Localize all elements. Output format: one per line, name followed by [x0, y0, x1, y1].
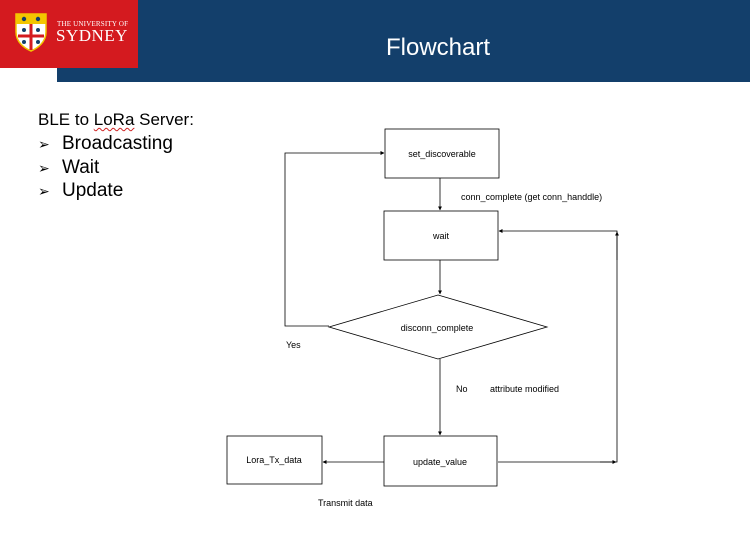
node-set-discoverable: set_discoverable — [384, 128, 500, 179]
node-lora-tx-label: Lora_Tx_data — [246, 455, 302, 465]
label-yes: Yes — [286, 340, 301, 350]
title-bar: Flowchart — [57, 0, 750, 82]
bullet-text: Broadcasting — [62, 133, 173, 154]
section-heading: BLE to LoRa Server: — [38, 110, 194, 130]
arrow-bullet-icon: ➢ — [38, 184, 50, 200]
logo-text-line1: THE UNIVERSITY OF — [57, 20, 129, 28]
node-lora-tx: Lora_Tx_data — [226, 435, 323, 485]
heading-lora: LoRa — [93, 110, 135, 129]
slide-title: Flowchart — [386, 34, 491, 61]
node-wait-label: wait — [432, 231, 450, 241]
arrow-bullet-icon: ➢ — [38, 160, 50, 177]
bullet-text: Wait — [62, 156, 100, 178]
logo-text-line2: SYDNEY — [56, 26, 128, 45]
arrow-bullet-icon: ➢ — [38, 137, 50, 153]
node-disconn-complete-label: disconn_complete — [401, 323, 474, 333]
label-conn-complete: conn_complete (get conn_handdle) — [461, 192, 602, 202]
heading-prefix: BLE to — [38, 110, 94, 129]
bullet-item: ➢ Wait — [38, 156, 173, 180]
node-disconn-complete: disconn_complete — [327, 294, 549, 360]
crest-icon — [15, 13, 47, 52]
label-transmit-data: Transmit data — [318, 498, 373, 508]
node-set-discoverable-label: set_discoverable — [408, 149, 476, 159]
bullet-list: ➢ Broadcasting ➢ Wait ➢ Update — [38, 132, 173, 203]
node-update-value-label: update_value — [413, 457, 467, 467]
label-no: No — [456, 384, 468, 394]
edge-decision-yes-loop — [284, 151, 385, 327]
label-attribute-modified: attribute modified — [490, 384, 559, 394]
bullet-item: ➢ Update — [38, 179, 173, 203]
bullet-item: ➢ Broadcasting — [38, 132, 173, 156]
bullet-text: Update — [62, 180, 124, 201]
edge-update-loop-to-wait — [498, 229, 618, 463]
node-update-value: update_value — [383, 435, 498, 487]
university-logo: THE UNIVERSITY OF SYDNEY — [0, 0, 138, 68]
heading-suffix: Server: — [134, 110, 194, 129]
node-wait: wait — [383, 210, 499, 261]
